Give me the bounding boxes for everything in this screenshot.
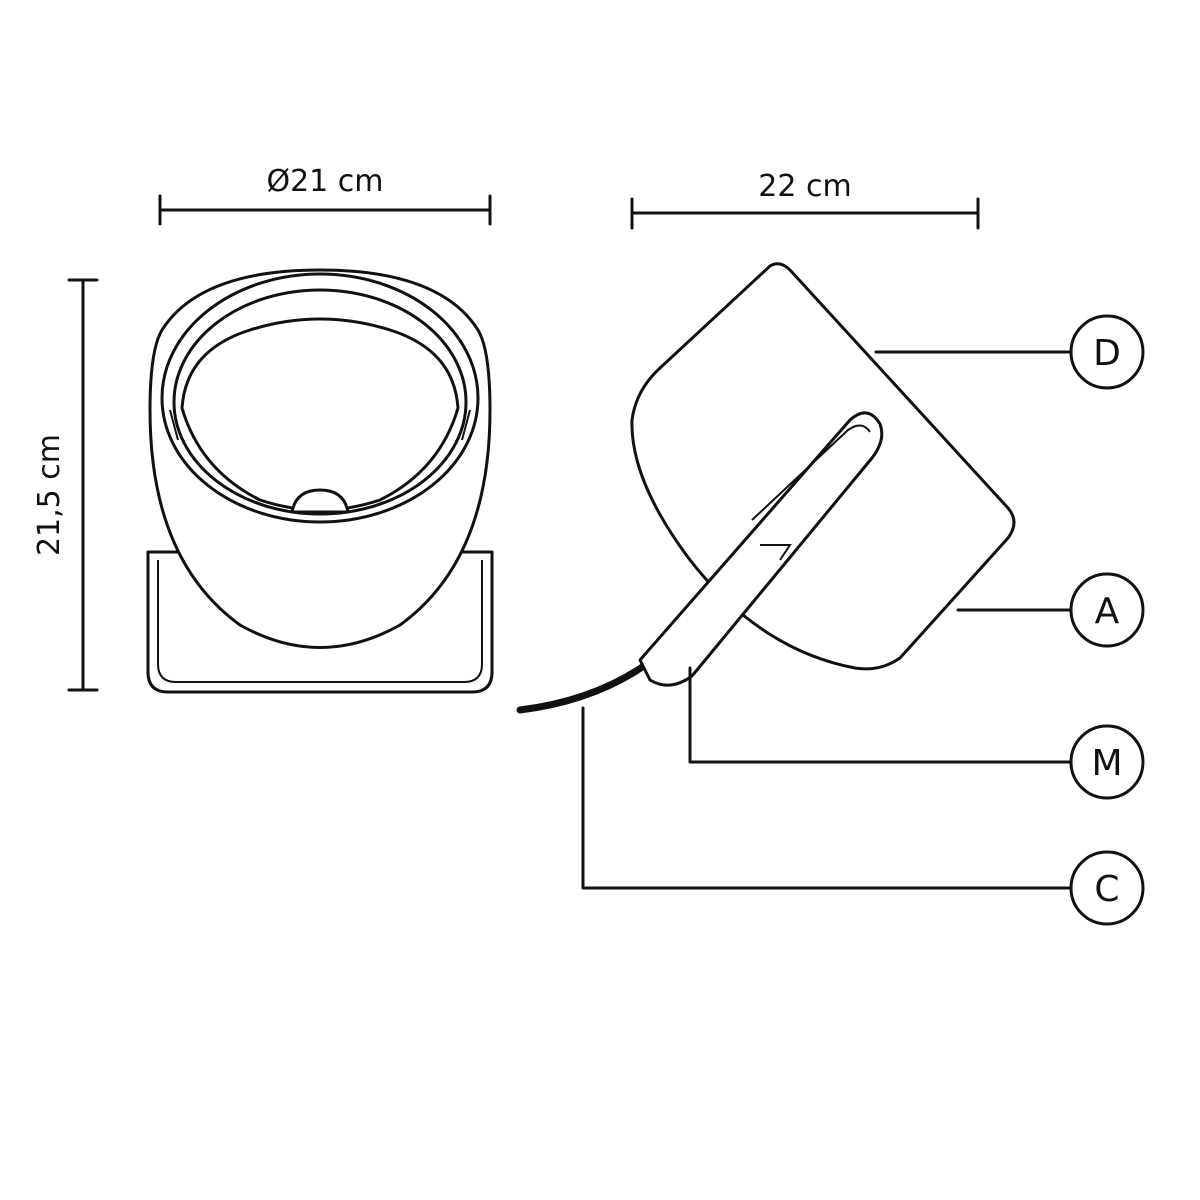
lamp-front-view <box>146 268 494 694</box>
front-body <box>148 268 492 649</box>
front-base-inner <box>157 560 483 683</box>
leader-m <box>688 666 1072 764</box>
lamp-side-view <box>516 262 1016 714</box>
callout-c-letter: C <box>1094 869 1119 910</box>
front-rim-outer <box>160 272 480 524</box>
leader-lines <box>581 350 1072 890</box>
callout-d-circle <box>1069 314 1145 390</box>
front-reflector <box>180 317 460 512</box>
front-bulb <box>290 488 350 514</box>
callout-c-circle <box>1069 850 1145 926</box>
callout-m-letter: M <box>1091 743 1122 784</box>
callout-d-letter: D <box>1093 333 1121 374</box>
callout-d: D <box>1069 314 1145 390</box>
depth-label: 22 cm <box>758 169 851 204</box>
callout-a: A <box>1069 572 1145 648</box>
callout-c: C <box>1069 850 1145 926</box>
height-label: 21,5 cm <box>32 434 67 556</box>
leader-c <box>581 706 1072 890</box>
front-side-slot-right <box>461 409 471 441</box>
callout-m-circle <box>1069 724 1145 800</box>
side-cable <box>516 654 659 714</box>
dimension-diameter: Ø21 cm <box>158 164 492 226</box>
side-arm-edge <box>751 424 871 521</box>
front-side-slot-left <box>169 409 179 441</box>
callout-a-letter: A <box>1095 591 1120 632</box>
callout-a-circle <box>1069 572 1145 648</box>
dimension-depth: 22 cm <box>630 169 980 230</box>
side-arm-joint <box>760 544 792 561</box>
dimension-height: 21,5 cm <box>32 278 99 692</box>
diameter-label: Ø21 cm <box>266 164 383 199</box>
callout-m: M <box>1069 724 1145 800</box>
side-arm <box>638 411 884 687</box>
front-rim-inner <box>172 288 468 516</box>
